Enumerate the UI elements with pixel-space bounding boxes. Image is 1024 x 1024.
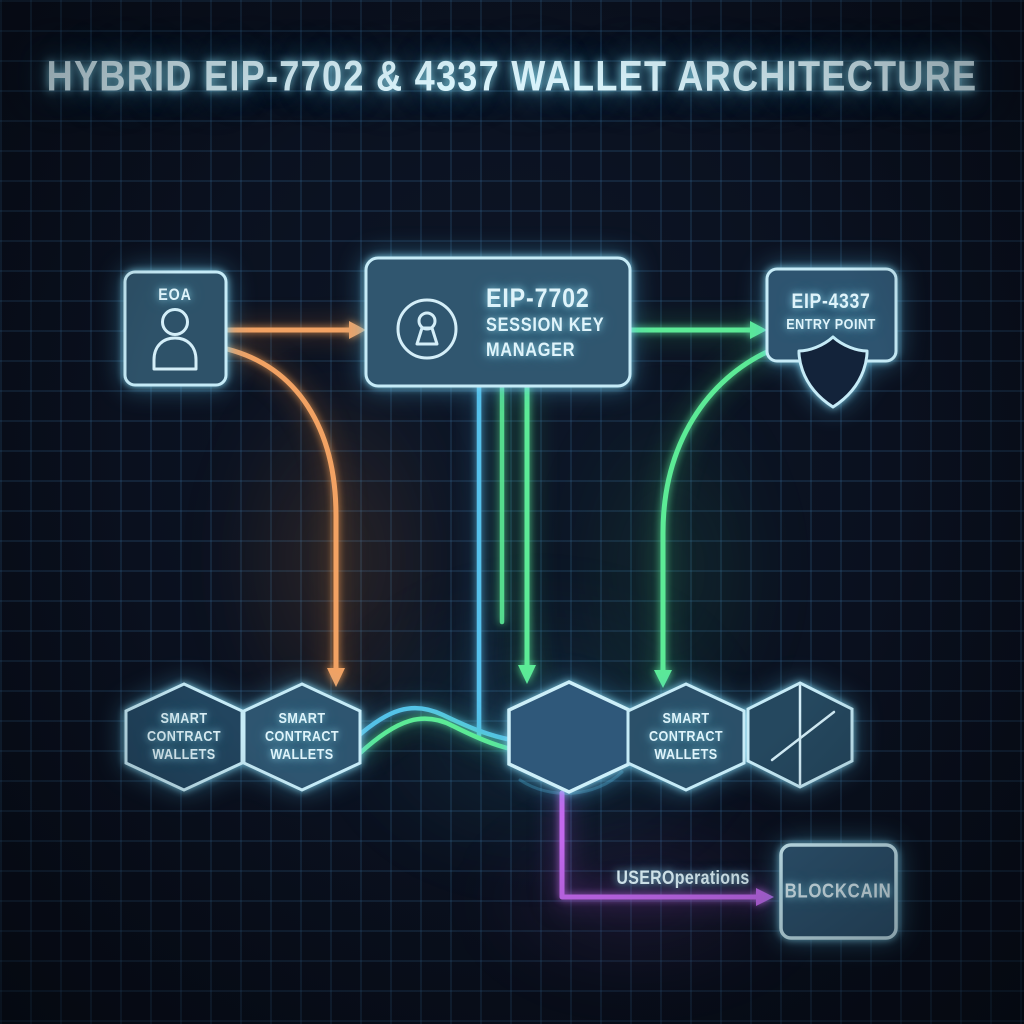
user-operations-label: USEROperations (616, 868, 750, 889)
hex1-line2: CONTRACT (146, 728, 222, 745)
hex-wallet-empty (507, 680, 631, 794)
hex1-line3: WALLETS (152, 746, 216, 763)
blockchain-label: BLOCKCAIN (784, 880, 892, 903)
edge-eoa-to-manager (224, 321, 366, 339)
eoa-label: EOA (158, 285, 192, 304)
hex2-line2: CONTRACT (264, 728, 340, 745)
hex4-line2: CONTRACT (648, 728, 724, 745)
edge-eoa-to-wallet (224, 346, 345, 687)
edge-wallet-wave-green (356, 716, 514, 757)
hex1-line1: SMART (160, 710, 208, 727)
session-key-manager-line3: MANAGER (486, 340, 576, 361)
session-key-manager-label: EIP-7702 SESSION KEY MANAGER (486, 283, 604, 363)
session-key-manager-line2: SESSION KEY (486, 315, 605, 336)
entry-point-label: EIP-4337 ENTRY POINT (786, 289, 876, 335)
session-key-manager-line1: EIP-7702 (486, 283, 590, 313)
edge-manager-to-entry-point (628, 321, 767, 339)
hex2-line3: WALLETS (270, 746, 334, 763)
hex4-line1: SMART (662, 710, 710, 727)
hex4-line3: WALLETS (654, 746, 718, 763)
hex4-label: SMART CONTRACT WALLETS (649, 710, 723, 764)
edge-manager-down-green-arrow (518, 384, 536, 684)
hex2-line1: SMART (278, 710, 326, 727)
entry-point-line1: EIP-4337 (791, 290, 871, 313)
entry-point-line2: ENTRY POINT (786, 316, 876, 333)
hex2-label: SMART CONTRACT WALLETS (265, 710, 339, 764)
edge-entry-point-to-wallet (654, 348, 772, 688)
diagram-title: HYBRID EIP-7702 & 4337 WALLET ARCHITECTU… (46, 52, 978, 101)
hex1-label: SMART CONTRACT WALLETS (147, 710, 221, 764)
